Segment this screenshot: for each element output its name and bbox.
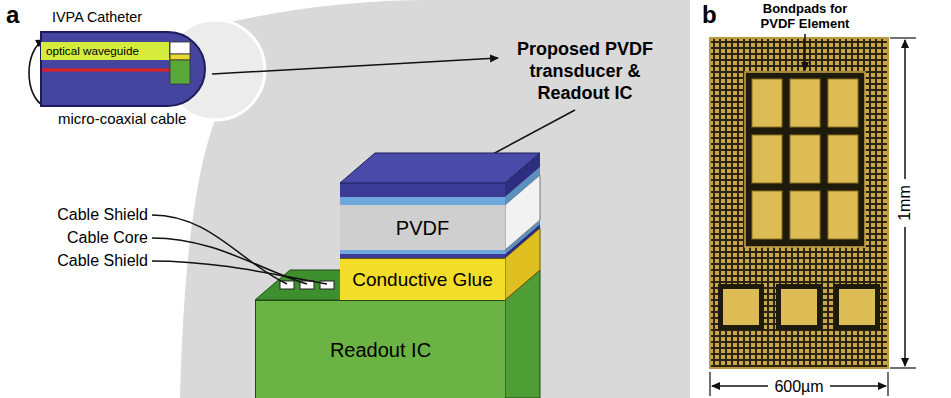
bond-pad [790,135,820,183]
dimension-tick [709,372,710,396]
bond-pad [828,135,858,183]
node-text: Conductive Glue [352,269,492,291]
node-text: optical waveguide [41,42,169,60]
leader-line [804,34,806,70]
pad-frame [834,284,880,330]
wire [152,261,327,284]
pad-frame [718,284,764,330]
bond-pad [781,289,817,325]
dimension-tick [890,367,916,368]
pad-frame [776,284,822,330]
electrode-layer [340,197,505,205]
panel-letter: b [702,1,717,29]
node-text: PVDF [396,216,449,240]
bond-pad [752,135,782,183]
dimension-label: 600µm [768,377,830,396]
pvdf-element [170,42,190,54]
electrode-layer [340,250,505,254]
glue-element [170,54,190,60]
glue-layer: Conductive Glue [340,258,505,300]
leader-line [212,58,498,74]
top-layer-face [340,153,540,183]
catheter-shell [41,32,205,106]
pad-region [745,72,865,247]
bond-pad [320,281,334,289]
readout-ic-block: Readout IC [255,300,505,398]
catheter-body: IVPA Catheter optical waveguide [40,6,222,112]
pin-name: Cable Core [20,228,148,248]
dimension-tick [887,372,888,396]
bond-pad [752,191,782,239]
bondpad-callout: Bondpads for PVDF Element [746,1,864,31]
chip-die [710,38,888,368]
node-text: Readout IC [330,338,431,362]
waveguide-band: optical waveguide [41,42,169,60]
pvdf-layer: PVDF [340,205,505,250]
ic-element [170,60,190,84]
bond-pad [790,191,820,239]
pin-name: Cable Shield [20,251,148,271]
bond-pad [839,289,875,325]
coax-core [42,69,170,72]
top-layer-front [340,183,505,197]
bond-pad [752,79,782,127]
cable-label: micro-coaxial cable [58,110,186,128]
pin-name: Cable Shield [20,205,148,225]
dimension-label: 1mm [895,179,915,227]
dimension-tick [890,37,916,38]
bond-pad [828,79,858,127]
proposal-heading: Proposed PVDF transducer & Readout IC [505,38,665,104]
bond-pad-array [752,79,858,239]
bond-pad [790,79,820,127]
node-text: IVPA Catheter [40,6,222,28]
panel-letter: a [6,1,19,29]
bond-pad [828,191,858,239]
bond-pad [723,289,759,325]
